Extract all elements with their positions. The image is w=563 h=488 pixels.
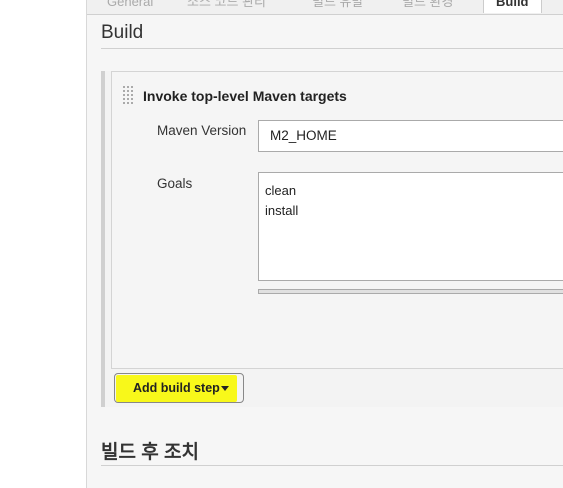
post-build-section-title: 빌드 후 조치 (101, 442, 199, 463)
build-steps-panel: Invoke top-level Maven targets Maven Ver… (101, 71, 563, 407)
build-section-title: Build (101, 22, 144, 43)
config-tab-bar: General 소스 코드 관리 빌드 유발 빌드 환경 Build (87, 0, 563, 15)
tab-source-code-management[interactable]: 소스 코드 관리 (187, 0, 266, 9)
maven-version-label: Maven Version (157, 123, 247, 138)
build-section-divider (101, 48, 563, 49)
add-build-step-label: Add build step (133, 381, 220, 395)
tab-build-environment[interactable]: 빌드 환경 (402, 0, 454, 9)
goals-label: Goals (157, 176, 193, 191)
textarea-resize-handle[interactable] (258, 289, 563, 294)
dropdown-caret-icon (221, 386, 229, 391)
tab-build-triggers[interactable]: 빌드 유발 (312, 0, 364, 9)
add-build-step-button[interactable]: Add build step (114, 373, 244, 403)
build-step-title: Invoke top-level Maven targets (143, 88, 347, 104)
tab-build[interactable]: Build (483, 0, 542, 13)
job-config-content: General 소스 코드 관리 빌드 유발 빌드 환경 Build Build… (87, 0, 563, 488)
drag-handle-icon[interactable] (123, 86, 133, 106)
goals-textarea[interactable]: clean install (258, 172, 563, 281)
maven-version-select[interactable]: M2_HOME (258, 120, 563, 152)
maven-build-step: Invoke top-level Maven targets Maven Ver… (111, 71, 563, 369)
highlighter-mark (116, 375, 237, 402)
left-border (86, 0, 87, 488)
post-build-section-divider (101, 465, 563, 466)
tab-general[interactable]: General (107, 0, 154, 9)
left-gutter (0, 0, 86, 488)
